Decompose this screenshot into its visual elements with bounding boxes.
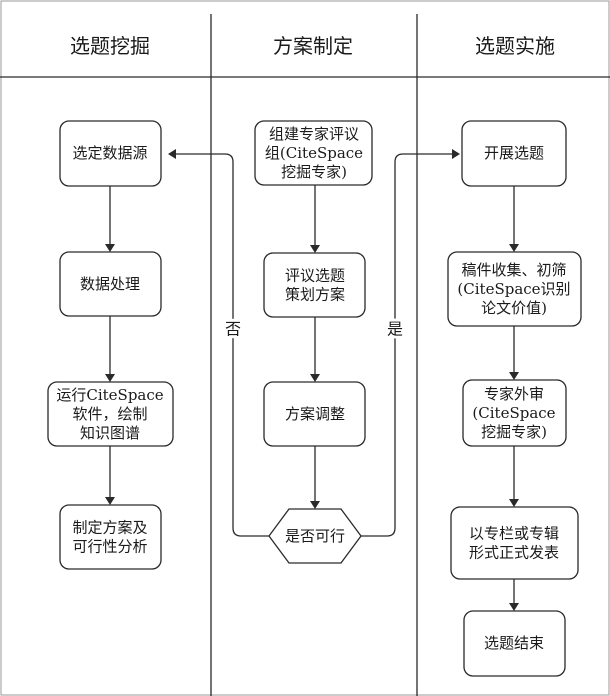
lane-title-mining: 选题挖掘 [70, 34, 150, 58]
arrow-head [310, 374, 320, 382]
arrow-head [310, 245, 320, 253]
node-label-line: 可行性分析 [72, 538, 147, 556]
arrow-head [105, 244, 115, 252]
node-select-data-source-label: 选定数据源 [72, 144, 147, 162]
node-label-line: 方案调整 [285, 405, 345, 423]
node-make-plan-analysis-label: 制定方案及可行性分析 [72, 519, 147, 556]
arrow-head [509, 372, 519, 380]
node-feasible-decision-label: 是否可行 [285, 527, 345, 545]
node-start-topic [461, 120, 567, 187]
arrow-head [310, 501, 320, 509]
arrow-head [105, 497, 115, 505]
node-label-line: 选定数据源 [72, 144, 147, 162]
node-label-line: 运行CiteSpace [56, 386, 163, 404]
node-label-line: 稿件收集、初筛 [461, 261, 566, 279]
node-collect-screen-label: 稿件收集、初筛(CiteSpace识别论文价值) [457, 261, 570, 317]
edge-yes [361, 153, 452, 537]
node-label-line: 专家外审 [484, 385, 544, 403]
node-collect-screen [447, 251, 582, 327]
node-label-line: 挖掘专家) [481, 423, 547, 441]
arrow-head [509, 244, 519, 252]
node-label-line: 评议选题 [285, 267, 345, 285]
node-label-line: 策划方案 [285, 286, 345, 304]
node-select-data-source [59, 120, 162, 187]
node-label-line: 形式正式发表 [469, 544, 559, 562]
node-adjust-plan-label: 方案调整 [285, 405, 345, 423]
node-publish [450, 506, 579, 580]
node-data-processing-label: 数据处理 [80, 275, 140, 293]
node-label-line: 数据处理 [80, 275, 140, 293]
node-end-topic [463, 610, 566, 677]
arrow-head [452, 149, 460, 159]
node-label-line: 软件，绘制 [72, 405, 147, 423]
node-label-line: 制定方案及 [72, 519, 147, 537]
node-label-line: 挖掘专家) [281, 163, 347, 181]
lane-title-implementation: 选题实施 [475, 34, 555, 58]
node-end-topic-label: 选题结束 [484, 634, 544, 652]
node-feasible-decision [268, 508, 362, 564]
node-label-line: 开展选题 [484, 144, 544, 162]
node-form-expert-panel [254, 120, 373, 186]
node-label-line: (CiteSpace [472, 404, 555, 422]
node-review-topic [263, 252, 366, 318]
node-label-line: 组(CiteSpace [265, 144, 363, 162]
node-label-line: (CiteSpace识别 [457, 280, 570, 298]
arrow-head [105, 374, 115, 382]
node-label-line: 选题结束 [484, 634, 544, 652]
node-label-line: 论文价值) [481, 299, 547, 317]
node-label-line: 组建专家评议 [269, 125, 359, 143]
node-data-processing [59, 251, 162, 317]
arrow-head [168, 149, 176, 159]
node-label-line: 以专栏或专辑 [469, 525, 559, 543]
node-publish-label: 以专栏或专辑形式正式发表 [469, 525, 559, 562]
arrow-head [509, 603, 519, 611]
arrow-head [509, 499, 519, 507]
edge-label-no: 否 [225, 320, 241, 339]
node-label-line: 知识图谱 [80, 424, 140, 442]
node-make-plan-analysis [59, 504, 162, 570]
node-start-topic-label: 开展选题 [484, 144, 544, 162]
lane-title-planning: 方案制定 [273, 34, 353, 58]
node-review-topic-label: 评议选题策划方案 [285, 267, 345, 304]
node-adjust-plan [263, 381, 366, 447]
node-external-review [462, 379, 567, 447]
node-run-citespace [47, 381, 174, 447]
edge-label-yes: 是 [387, 320, 403, 339]
edge-no-loop [176, 153, 269, 537]
node-label-line: 是否可行 [285, 527, 345, 545]
